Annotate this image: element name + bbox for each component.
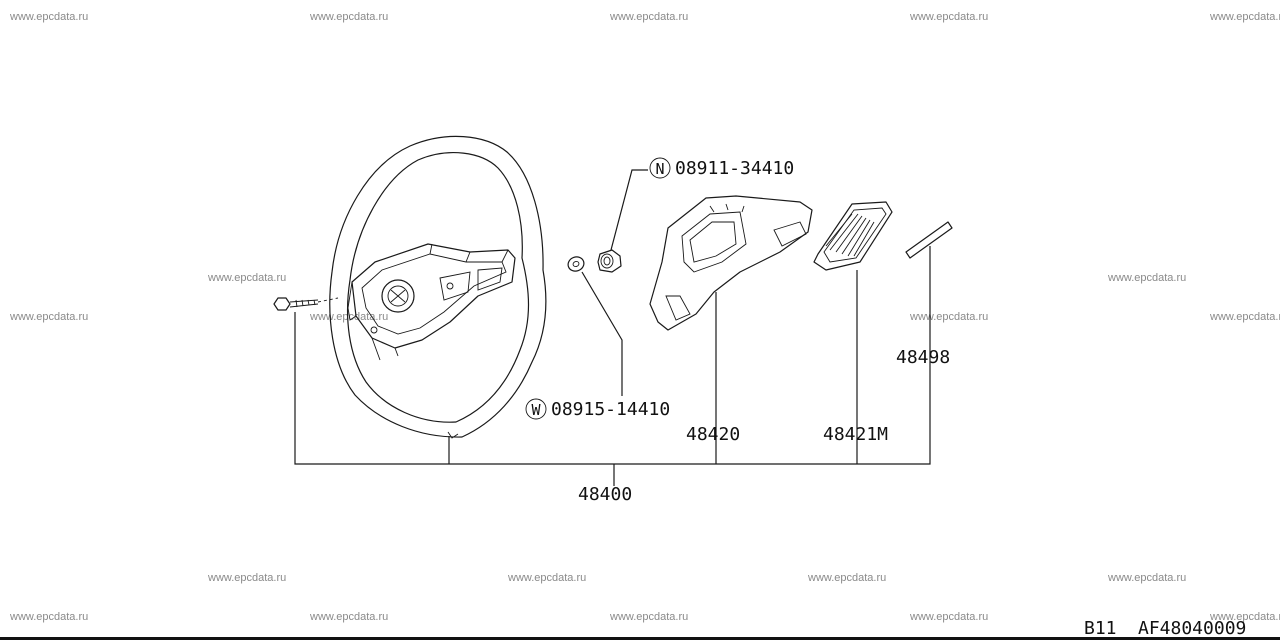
watermark: www.epcdata.ru bbox=[808, 572, 887, 584]
watermark: www.epcdata.ru bbox=[910, 611, 989, 623]
washer-symbol: W bbox=[525, 398, 547, 420]
watermark: www.epcdata.ru bbox=[208, 272, 287, 284]
label-nut: 08911-34410 bbox=[675, 158, 794, 179]
watermark: www.epcdata.ru bbox=[10, 611, 89, 623]
emblem[interactable] bbox=[905, 221, 953, 259]
screw[interactable] bbox=[273, 297, 339, 311]
watermark: www.epcdata.ru bbox=[610, 11, 689, 23]
washer-symbol-letter: W bbox=[531, 401, 541, 419]
watermark: www.epcdata.ru bbox=[208, 572, 287, 584]
label-horn-pad: 48421M bbox=[823, 424, 888, 445]
label-pad: 48420 bbox=[686, 424, 740, 445]
wheel-rim-inner bbox=[346, 151, 530, 423]
steering-wheel[interactable] bbox=[329, 135, 547, 439]
footer-rule bbox=[0, 637, 1280, 640]
model-code: B11 bbox=[1084, 618, 1117, 639]
nut-symbol: N bbox=[649, 157, 671, 179]
nut-symbol-letter: N bbox=[655, 160, 664, 178]
label-assembly: 48400 bbox=[578, 484, 632, 505]
watermark: www.epcdata.ru bbox=[10, 11, 89, 23]
watermark: www.epcdata.ru bbox=[310, 611, 389, 623]
watermark: www.epcdata.ru bbox=[1108, 572, 1187, 584]
steering-pad[interactable] bbox=[649, 195, 813, 331]
horn-button bbox=[381, 279, 415, 313]
watermark: www.epcdata.ru bbox=[610, 611, 689, 623]
wheel-hub[interactable] bbox=[347, 243, 516, 361]
wheel-rim-outer bbox=[329, 135, 547, 438]
watermark: www.epcdata.ru bbox=[910, 11, 989, 23]
nut[interactable] bbox=[597, 249, 622, 273]
watermark: www.epcdata.ru bbox=[1210, 11, 1280, 23]
figure-code: AF48040009 bbox=[1138, 618, 1247, 639]
callout-lines bbox=[294, 169, 931, 486]
watermark: www.epcdata.ru bbox=[1210, 311, 1280, 323]
watermark: www.epcdata.ru bbox=[1210, 611, 1280, 623]
label-washer: 08915-14410 bbox=[551, 399, 670, 420]
washer[interactable] bbox=[566, 255, 586, 274]
label-emblem: 48498 bbox=[896, 347, 950, 368]
watermark: www.epcdata.ru bbox=[310, 11, 389, 23]
watermark: www.epcdata.ru bbox=[10, 311, 89, 323]
horn-pad[interactable] bbox=[813, 201, 893, 271]
watermark: www.epcdata.ru bbox=[508, 572, 587, 584]
watermark: www.epcdata.ru bbox=[1108, 272, 1187, 284]
